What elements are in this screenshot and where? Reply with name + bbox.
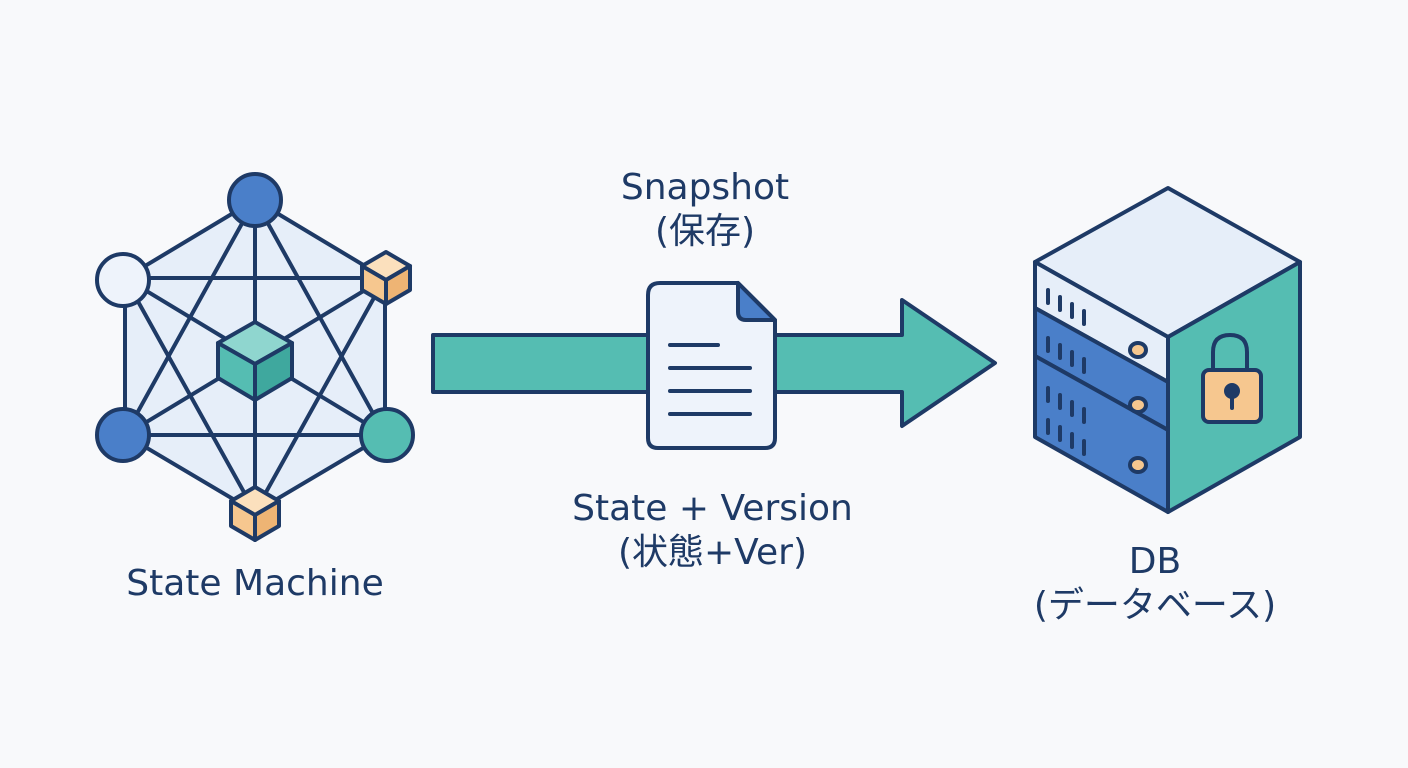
node-circle-icon [95,252,151,308]
snapshot-label: Snapshot (保存) [505,166,905,254]
server-cube-icon [1033,186,1302,514]
payload-label: State + Version (状態+Ver) [500,487,925,575]
padlock-icon [1201,333,1263,424]
database-label: DB (データベース) [980,540,1330,628]
database-subtitle: (データベース) [1033,585,1277,626]
cube-icon [229,485,281,542]
node-circle-icon [359,407,415,463]
database-title: DB [1128,541,1182,582]
payload-line2: (状態+Ver) [617,532,808,573]
payload-line1: State + Version [572,488,853,529]
state-machine-graph [95,172,415,542]
node-circle-icon [95,407,151,463]
center-cube-icon [216,320,294,402]
state-machine-label: State Machine [60,562,450,606]
node-circle-icon [227,172,283,228]
state-machine-title: State Machine [126,563,384,604]
snapshot-subtitle: (保存) [654,211,756,252]
document-icon [646,281,777,450]
cube-icon [360,250,412,306]
snapshot-title: Snapshot [620,167,790,208]
